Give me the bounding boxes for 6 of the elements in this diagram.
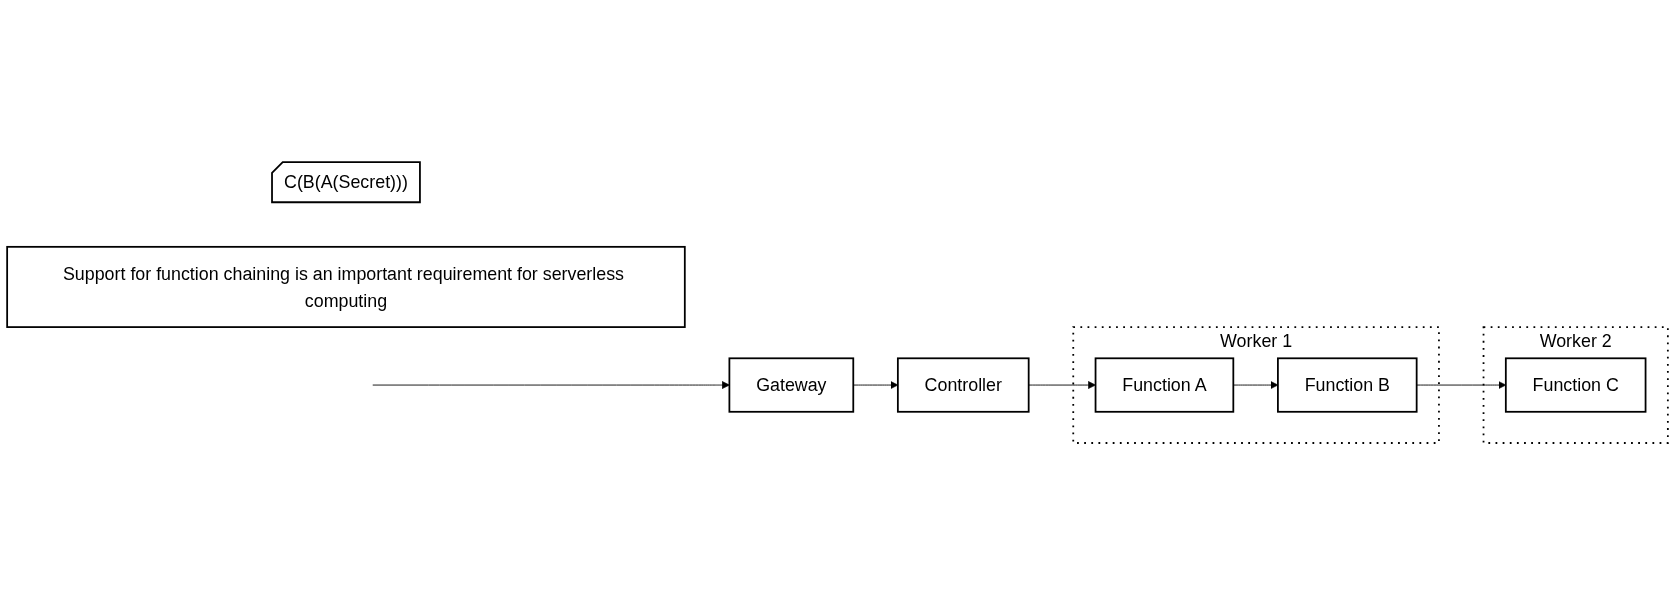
node-box: Gateway <box>728 357 855 414</box>
node-box: Function B <box>1277 357 1418 414</box>
node-box: Controller <box>896 357 1030 414</box>
node-box: Support for function chaining is an important requirement for serverless computing <box>6 246 686 329</box>
node-box: Function C <box>1504 357 1647 414</box>
node-box: Function A <box>1094 357 1235 414</box>
